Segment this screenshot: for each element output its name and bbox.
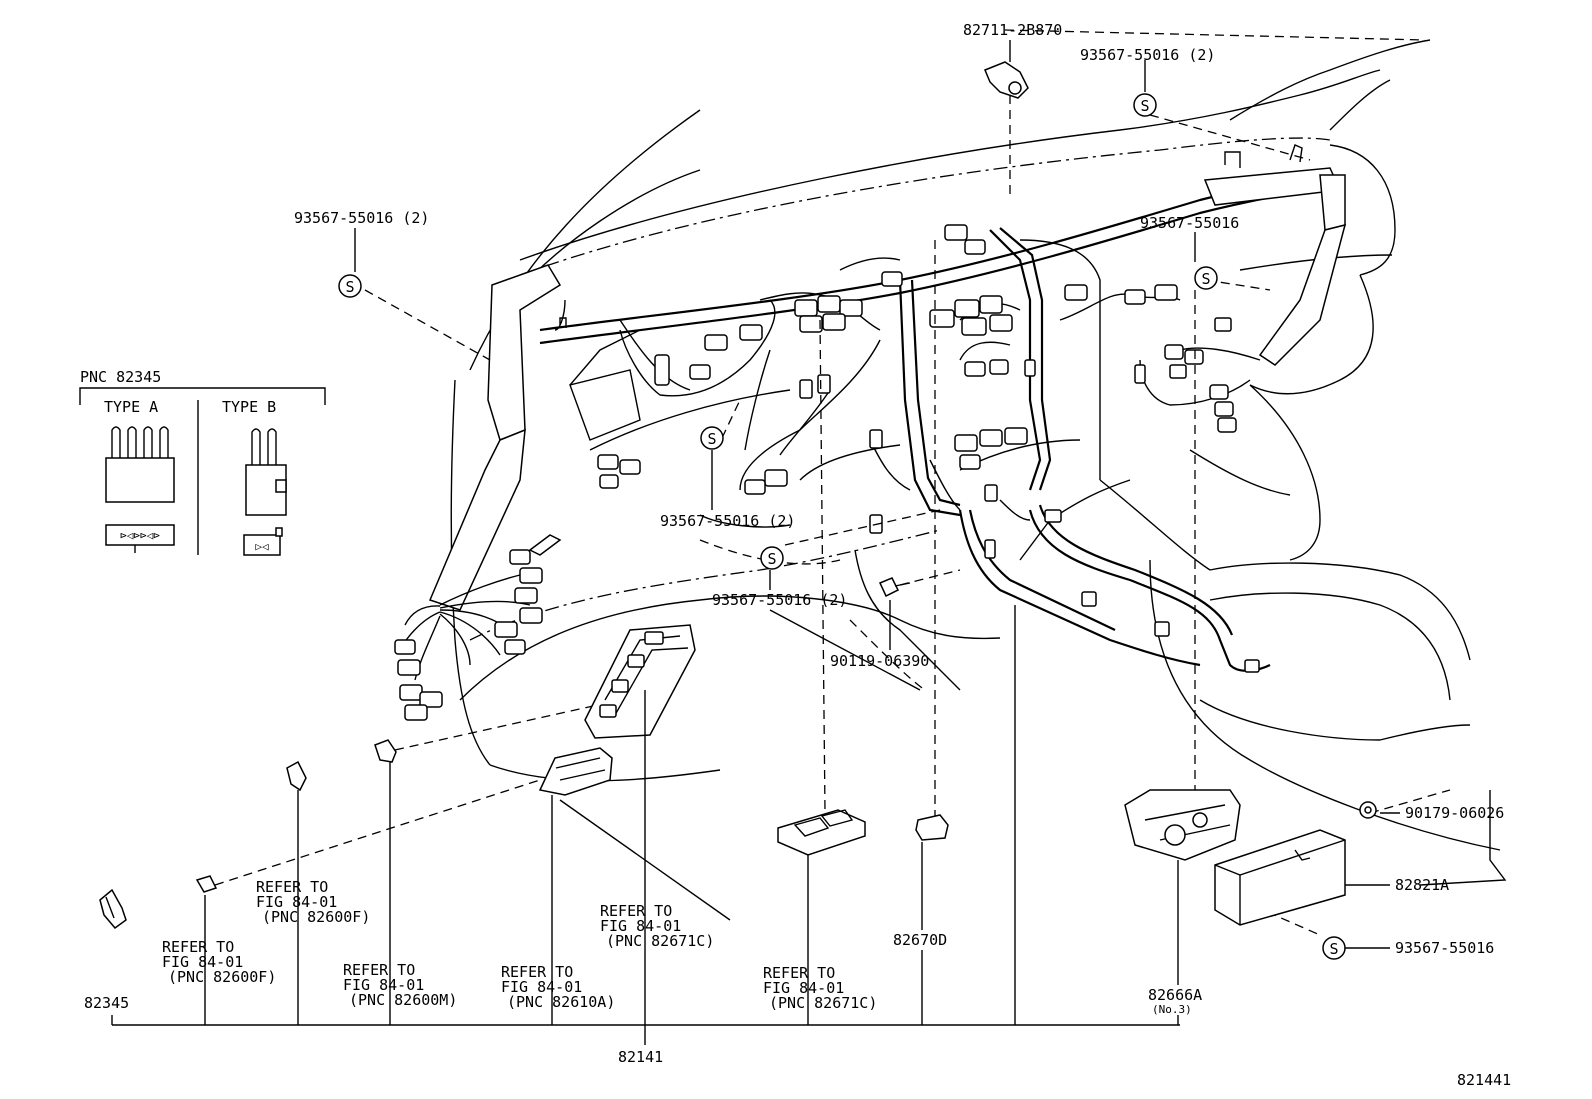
callout-top-bracket: 82711-2B870 xyxy=(963,21,1062,39)
callout-block-82666a-note: (No.3) xyxy=(1152,1003,1192,1016)
callout-connector-82345: 82345 xyxy=(84,994,129,1012)
callout-clip-top-left: 93567-55016 (2) xyxy=(294,209,429,227)
clip-symbols: S S S S S S xyxy=(338,93,1346,960)
callout-cover: 82821A xyxy=(1395,876,1449,894)
svg-text:S: S xyxy=(1329,940,1338,958)
svg-text:REFER TO: REFER TO xyxy=(343,961,415,979)
relay-82600f-lower-part xyxy=(195,875,218,893)
svg-text:FIG 84-01: FIG 84-01 xyxy=(162,953,243,971)
svg-text:FIG 84-01: FIG 84-01 xyxy=(501,978,582,996)
callout-bolt: 90119-06390 xyxy=(830,652,929,670)
harness-connectors xyxy=(394,224,1260,721)
figure-number: 821441 xyxy=(1457,1071,1511,1089)
callout-clip-lower-center: 93567-55016 (2) xyxy=(712,591,847,609)
relay-block-part xyxy=(777,809,866,856)
type-a-connector-drawing: ⊳◁⊳⊳◁⊳ xyxy=(105,426,175,553)
svg-text:⊳◁⊳⊳◁⊳: ⊳◁⊳⊳◁⊳ xyxy=(120,529,160,542)
bottom-callout-bus xyxy=(111,605,1180,1045)
svg-text:(PNC 82600F): (PNC 82600F) xyxy=(262,908,370,926)
refer-note: REFER TO FIG 84-01 (PNC 82610A) xyxy=(501,963,615,1011)
svg-text:REFER TO: REFER TO xyxy=(763,964,835,982)
svg-text:S: S xyxy=(707,430,716,448)
clip-symbol: S xyxy=(1322,936,1346,960)
callout-clip-center: 93567-55016 (2) xyxy=(660,512,795,530)
relay-82600m-part xyxy=(374,739,397,763)
bolt-part xyxy=(878,577,911,598)
callout-block-82666a: 82666A xyxy=(1148,986,1202,1004)
svg-text:▷◁: ▷◁ xyxy=(255,540,269,553)
svg-text:(PNC 82610A): (PNC 82610A) xyxy=(507,993,615,1011)
top-bracket-part xyxy=(984,61,1029,99)
type-b-connector-drawing: ▷◁ xyxy=(243,428,287,556)
clip-symbol: S xyxy=(700,426,724,450)
callout-clip-top-right: 93567-55016 (2) xyxy=(1080,46,1215,64)
callout-clip-cover: 93567-55016 xyxy=(1395,939,1494,957)
junction-block-82666a-part xyxy=(1124,789,1241,861)
type-a-label: TYPE A xyxy=(104,398,158,416)
clip-symbol: S xyxy=(1133,93,1157,117)
svg-text:S: S xyxy=(1140,97,1149,115)
fuse-block-part xyxy=(584,624,696,739)
refer-note: REFER TO FIG 84-01 (PNC 82600F) xyxy=(256,878,370,926)
svg-text:S: S xyxy=(1201,270,1210,288)
pnc-type-box: PNC 82345 TYPE A TYPE B ⊳◁⊳⊳◁⊳ ▷◁ xyxy=(79,368,326,556)
callout-harness-82141: 82141 xyxy=(618,1048,663,1066)
svg-text:S: S xyxy=(345,278,354,296)
type-b-label: TYPE B xyxy=(222,398,276,416)
svg-text:REFER TO: REFER TO xyxy=(256,878,328,896)
nut-part xyxy=(1359,801,1377,819)
callout-labels: 82711-2B870 93567-55016 (2) 93567-55016 … xyxy=(84,21,1511,1089)
svg-text:(PNC 82600M): (PNC 82600M) xyxy=(349,991,457,1009)
callout-clip-right: 93567-55016 xyxy=(1140,214,1239,232)
clip-symbol: S xyxy=(338,274,362,298)
svg-text:(PNC 82671C): (PNC 82671C) xyxy=(769,994,877,1012)
svg-text:(PNC 82600F): (PNC 82600F) xyxy=(168,968,276,986)
svg-text:(PNC 82671C): (PNC 82671C) xyxy=(606,932,714,950)
svg-text:REFER TO: REFER TO xyxy=(600,902,672,920)
clip-symbol: S xyxy=(1194,266,1218,290)
svg-text:REFER TO: REFER TO xyxy=(162,938,234,956)
svg-text:FIG 84-01: FIG 84-01 xyxy=(343,976,424,994)
main-harness-trunk xyxy=(399,144,1347,681)
refer-note: REFER TO FIG 84-01 (PNC 82600M) xyxy=(343,961,457,1009)
connector-82345-part xyxy=(99,888,127,930)
pnc-box-title: PNC 82345 xyxy=(80,368,161,386)
refer-note: REFER TO FIG 84-01 (PNC 82671C) xyxy=(600,902,714,950)
relay-82670d-part xyxy=(915,814,949,841)
svg-text:REFER TO: REFER TO xyxy=(501,963,573,981)
svg-text:FIG 84-01: FIG 84-01 xyxy=(763,979,844,997)
callout-relay-82670d: 82670D xyxy=(893,931,947,949)
relay-82610a-part xyxy=(538,747,613,796)
clip-symbol: S xyxy=(760,546,784,570)
svg-text:S: S xyxy=(767,550,776,568)
callout-nut: 90179-06026 xyxy=(1405,804,1504,822)
svg-text:FIG 84-01: FIG 84-01 xyxy=(600,917,681,935)
refer-note: REFER TO FIG 84-01 (PNC 82600F) xyxy=(162,938,276,986)
svg-text:FIG 84-01: FIG 84-01 xyxy=(256,893,337,911)
relay-82600f-upper-part xyxy=(286,760,307,792)
cover-82821a-part xyxy=(1214,829,1346,926)
leader-lines xyxy=(214,29,1507,949)
refer-note: REFER TO FIG 84-01 (PNC 82671C) xyxy=(763,964,877,1012)
